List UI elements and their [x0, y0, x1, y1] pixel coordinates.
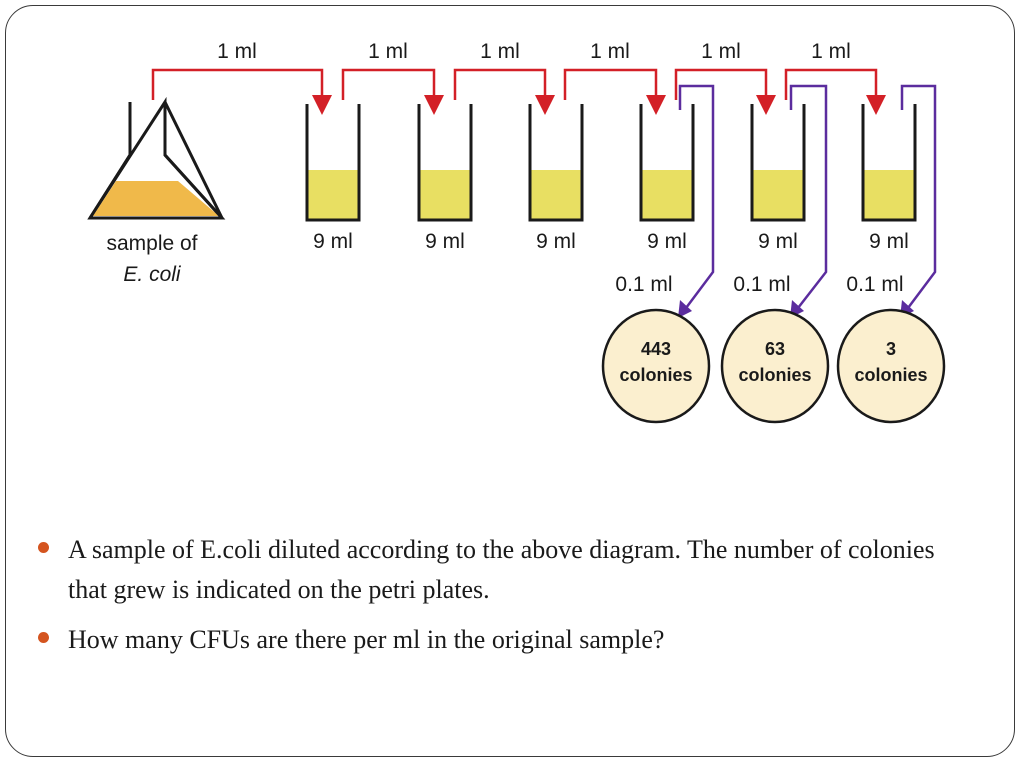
tube-6: 9 ml — [863, 104, 915, 253]
bullet-text: A sample of E.coli diluted according to … — [68, 535, 935, 604]
petri-plate-1: 443 colonies — [603, 310, 709, 422]
bullet-item: How many CFUs are there per ml in the or… — [38, 620, 938, 660]
transfer-arrows — [153, 70, 876, 105]
transfer-arrow-6 — [786, 70, 876, 105]
bullet-dot-icon — [38, 632, 49, 643]
flask-label-line2: E. coli — [123, 263, 182, 286]
tube-volume-label: 9 ml — [647, 230, 687, 253]
tube-volume-label: 9 ml — [536, 230, 576, 253]
transfer-arrow-4 — [565, 70, 656, 105]
transfer-label-2: 1 ml — [368, 40, 408, 63]
tube-2: 9 ml — [419, 104, 471, 253]
petri-plate-2: 63 colonies — [722, 310, 828, 422]
petri-plate-3: 3 colonies — [838, 310, 944, 422]
plating-label-2: 0.1 ml — [733, 273, 790, 296]
tube-volume-label: 9 ml — [869, 230, 909, 253]
bullet-dot-icon — [38, 542, 49, 553]
transfer-label-4: 1 ml — [590, 40, 630, 63]
tube-volume-label: 9 ml — [425, 230, 465, 253]
bullet-list: A sample of E.coli diluted according to … — [38, 530, 938, 670]
bullet-text: How many CFUs are there per ml in the or… — [68, 625, 664, 654]
tube-3: 9 ml — [530, 104, 582, 253]
transfer-label-6: 1 ml — [811, 40, 851, 63]
colony-unit: colonies — [854, 365, 927, 385]
tube-volume-label: 9 ml — [758, 230, 798, 253]
transfer-labels: 1 ml 1 ml 1 ml 1 ml 1 ml 1 ml — [217, 40, 851, 63]
transfer-arrow-3 — [455, 70, 545, 105]
flask-label-line1: sample of — [106, 232, 197, 255]
ecoli-flask: sample of E. coli — [90, 102, 222, 286]
colony-count: 3 — [886, 339, 896, 359]
colony-count: 443 — [641, 339, 671, 359]
dilution-tubes: 9 ml 9 ml 9 ml 9 ml 9 ml 9 ml — [307, 104, 915, 253]
transfer-arrow-1 — [153, 70, 322, 105]
tube-1: 9 ml — [307, 104, 359, 253]
plating-label-1: 0.1 ml — [615, 273, 672, 296]
transfer-arrow-2 — [343, 70, 434, 105]
transfer-label-3: 1 ml — [480, 40, 520, 63]
colony-unit: colonies — [738, 365, 811, 385]
transfer-arrow-5 — [676, 70, 766, 105]
tube-4: 9 ml — [641, 104, 693, 253]
transfer-label-1: 1 ml — [217, 40, 257, 63]
transfer-label-5: 1 ml — [701, 40, 741, 63]
tube-5: 9 ml — [752, 104, 804, 253]
plating-label-3: 0.1 ml — [846, 273, 903, 296]
bullet-item: A sample of E.coli diluted according to … — [38, 530, 938, 610]
plating-labels: 0.1 ml 0.1 ml 0.1 ml — [615, 273, 903, 296]
tube-volume-label: 9 ml — [313, 230, 353, 253]
colony-count: 63 — [765, 339, 785, 359]
petri-plates: 443 colonies 63 colonies 3 colonies — [603, 310, 944, 422]
colony-unit: colonies — [619, 365, 692, 385]
serial-dilution-diagram: sample of E. coli 9 ml 9 ml 9 ml 9 ml 9 … — [0, 0, 1024, 520]
